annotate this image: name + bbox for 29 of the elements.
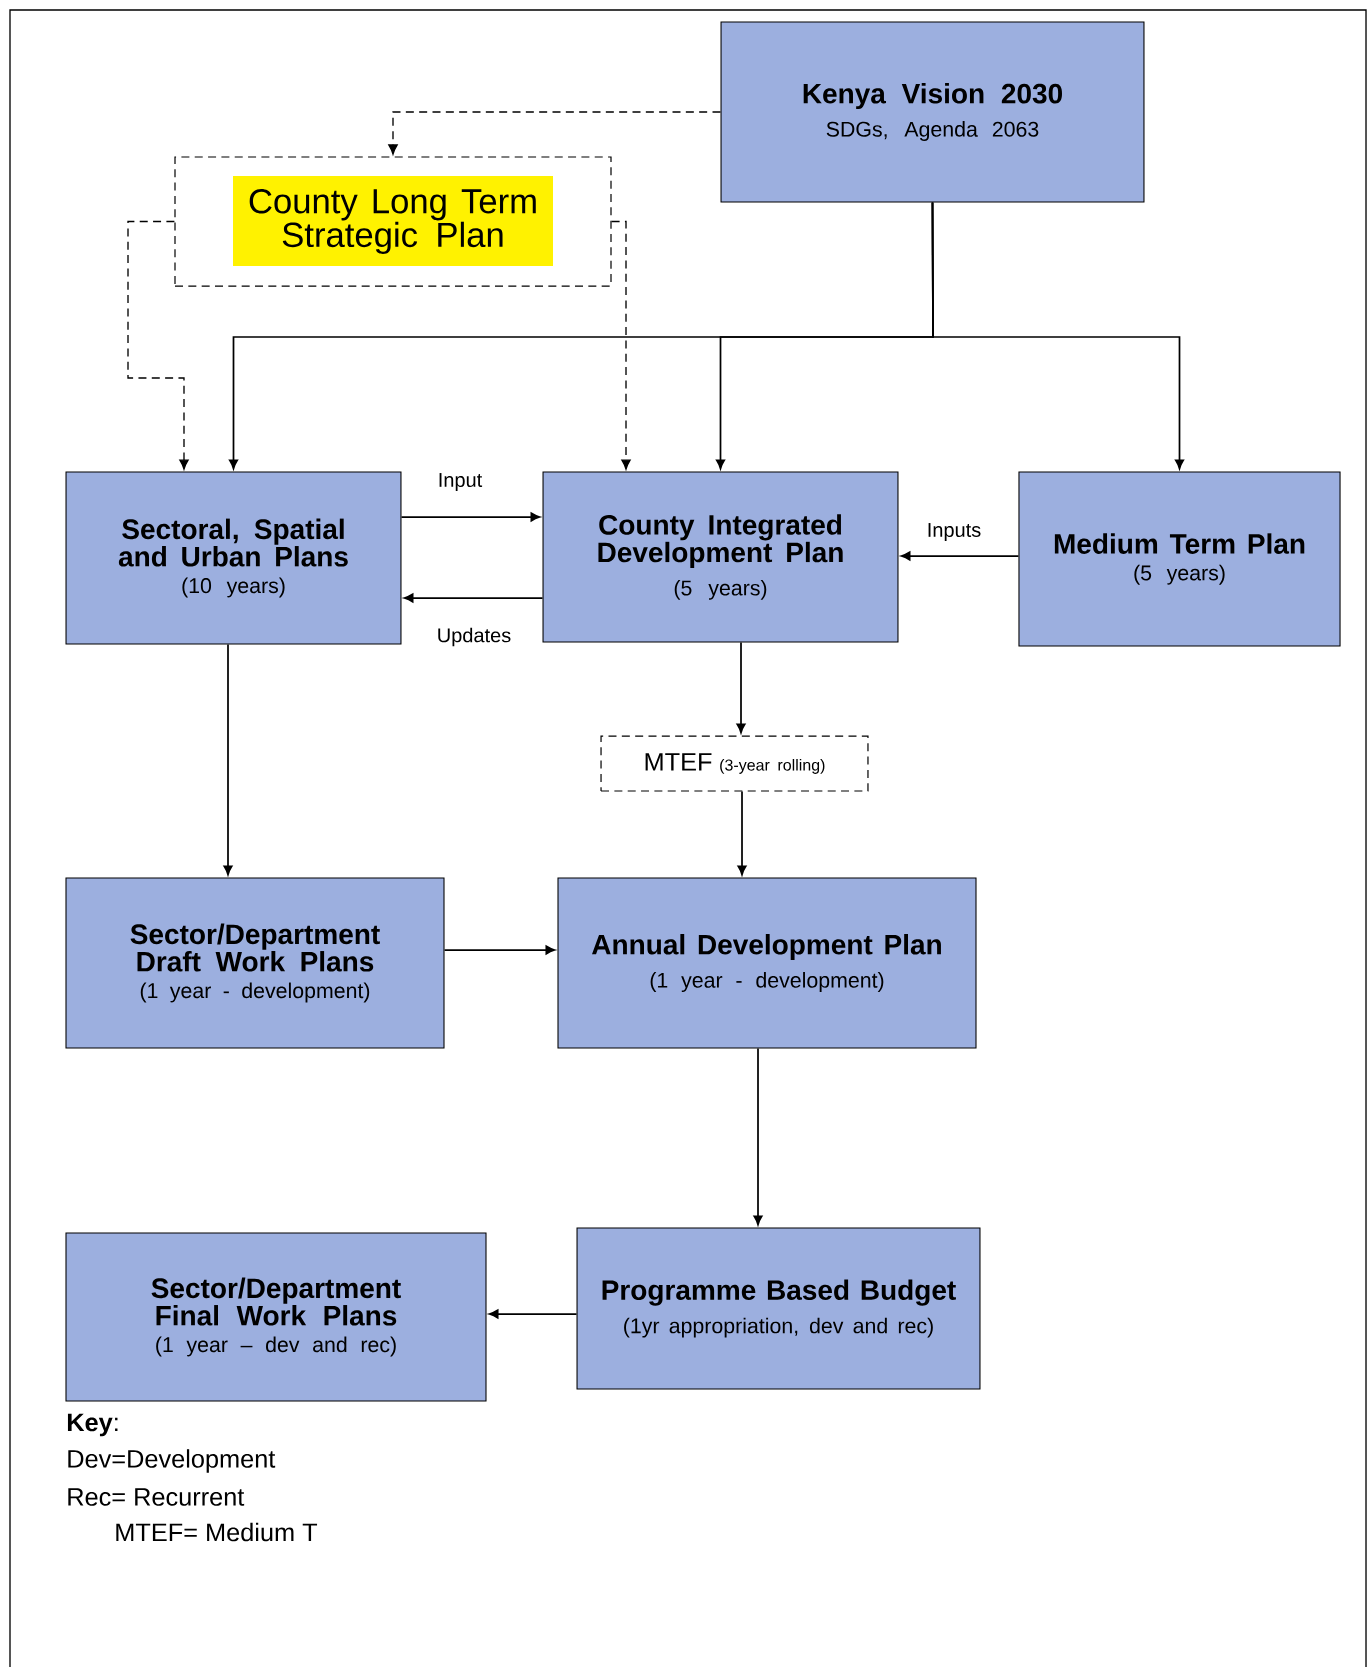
dashed-box: County Long Term Strategic Plan — [174, 156, 612, 287]
arrow — [736, 641, 746, 734]
key-text: Dev=Development — [68, 1449, 276, 1473]
arrow — [403, 593, 544, 603]
key-text: MTEF= Medium T — [116, 1522, 318, 1542]
plan-box: Sectoral, Spatial and Urban Plans (10 years) — [65, 471, 402, 645]
arrow — [388, 111, 722, 155]
plan-box: Sector/Department Final Work Plans (1 year – dev and rec) — [65, 1232, 487, 1402]
edge-label: Updates — [435, 626, 513, 648]
plan-box: Annual Development Plan (1 year - development) — [557, 877, 977, 1049]
arrow — [488, 1309, 578, 1319]
plan-box: Programme Based Budget (1yr appropriation, dev and rec) — [576, 1227, 981, 1390]
arrow — [223, 643, 233, 876]
plan-box: Kenya Vision 2030 SDGs, Agenda 2063 — [720, 21, 1145, 203]
arrow — [931, 201, 1185, 470]
arrow — [610, 220, 631, 470]
dashed-box: MTEF (3-year rolling) — [600, 735, 869, 792]
plan-box: Medium Term Plan (5 years) — [1018, 471, 1341, 647]
plan-box: County Integrated Development Plan (5 years) — [542, 471, 899, 643]
arrow — [753, 1047, 763, 1226]
arrow — [900, 551, 1020, 561]
arrow — [127, 220, 189, 470]
arrow — [443, 945, 556, 955]
key-text: Rec= Recurrent — [68, 1488, 245, 1506]
edge-label: Input — [436, 471, 484, 493]
arrow — [737, 790, 747, 876]
arrow — [400, 512, 541, 522]
plan-box: Sector/Department Draft Work Plans (1 year - development) — [65, 877, 445, 1049]
edge-label: Inputs — [925, 521, 983, 543]
